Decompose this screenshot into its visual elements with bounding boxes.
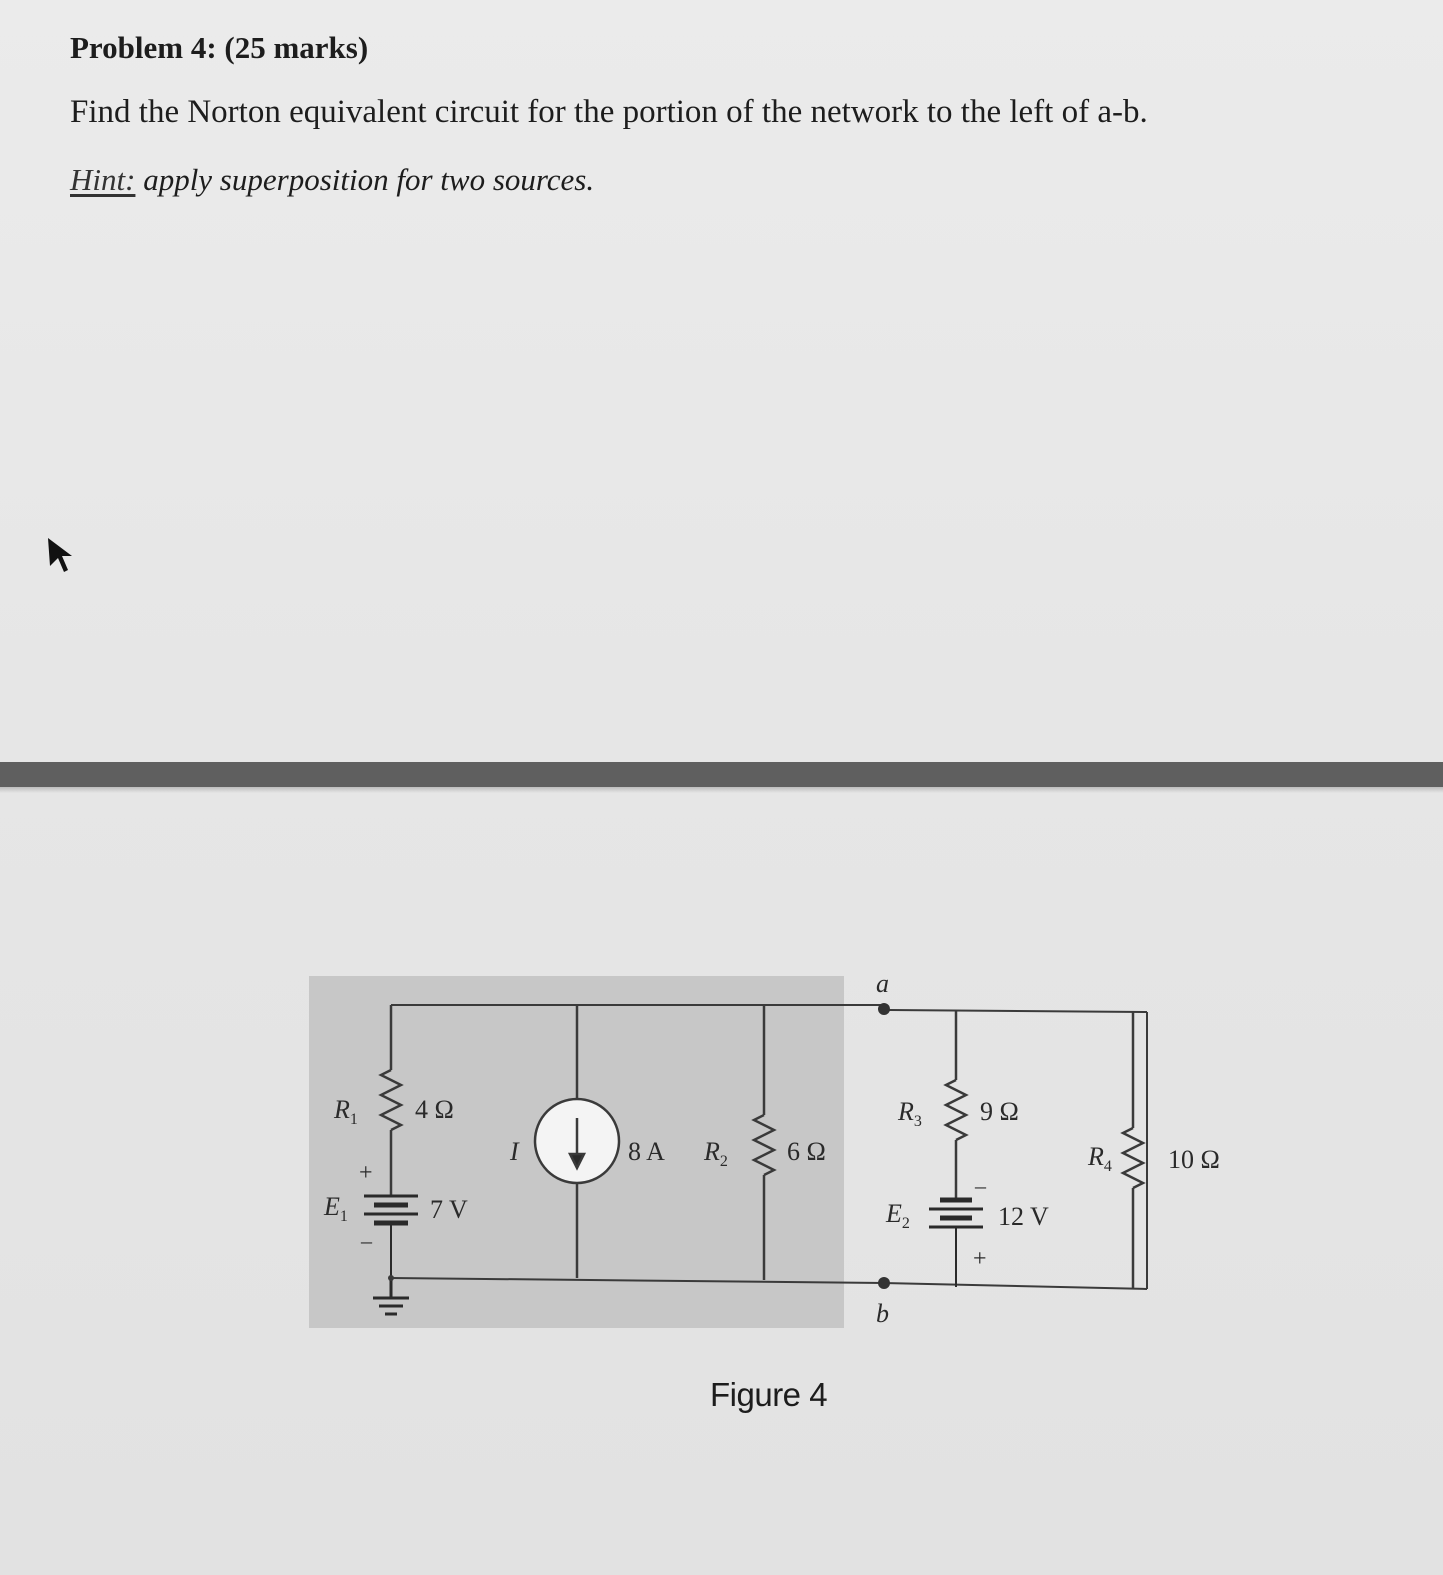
terminal-b: [878, 1277, 890, 1289]
ground-symbol: [373, 1278, 409, 1316]
hint-text: apply superposition for two sources.: [135, 162, 595, 197]
value-r2: 6 Ω: [787, 1137, 826, 1166]
problem-question: Find the Norton equivalent circuit for t…: [70, 94, 1148, 130]
label-r2: R2: [703, 1137, 728, 1170]
label-terminal-a: a: [876, 969, 889, 998]
terminal-a: [878, 1003, 890, 1015]
e2-plus-sign: +: [973, 1246, 987, 1272]
e2-battery: [929, 1197, 983, 1287]
problem-hint: Hint: apply superposition for two source…: [70, 162, 594, 198]
label-e1: E1: [323, 1192, 348, 1225]
value-r3: 9 Ω: [980, 1097, 1019, 1126]
r3-resistor: [943, 1011, 969, 1200]
value-r4: 10 Ω: [1168, 1145, 1220, 1174]
e1-plus-sign: +: [359, 1160, 373, 1186]
label-terminal-b: b: [876, 1299, 889, 1328]
value-e2: 12 V: [998, 1202, 1049, 1231]
r1-resistor: [378, 1005, 404, 1196]
current-source: [533, 1005, 621, 1278]
value-r1: 4 Ω: [415, 1095, 454, 1124]
problem-title: Problem 4: (25 marks): [70, 30, 369, 65]
label-r1: R1: [333, 1095, 358, 1128]
value-e1: 7 V: [430, 1195, 468, 1224]
page-divider: [0, 762, 1443, 787]
r4-resistor: [1120, 1012, 1146, 1289]
mouse-pointer-icon: [48, 538, 72, 572]
label-r4: R4: [1087, 1142, 1112, 1175]
label-e2: E2: [885, 1199, 910, 1232]
e1-battery: [364, 1194, 418, 1278]
e1-minus-sign: –: [360, 1228, 373, 1253]
r2-resistor: [751, 1005, 777, 1280]
figure-caption: Figure 4: [710, 1376, 828, 1413]
e2-minus-sign: –: [974, 1173, 987, 1198]
label-current-source: I: [509, 1137, 520, 1166]
label-r3: R3: [897, 1097, 922, 1130]
hint-label: Hint:: [70, 162, 136, 197]
value-current-source: 8 A: [628, 1137, 665, 1166]
